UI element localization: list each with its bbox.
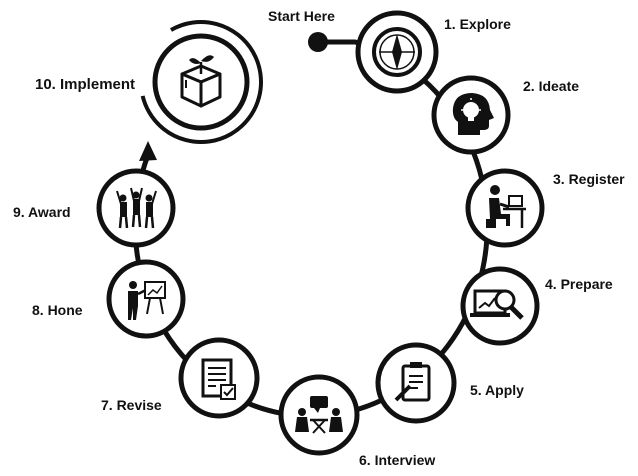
step-5-label: 5. Apply	[470, 382, 524, 398]
head-lightbulb-icon	[452, 93, 494, 135]
step-10-label: 10. Implement	[35, 76, 136, 93]
celebrating-team-icon	[116, 187, 157, 229]
laptop-magnifier-icon	[470, 289, 524, 320]
step-9-label: 9. Award	[13, 204, 71, 220]
step-6-label: 6. Interview	[359, 452, 436, 468]
plant-box-icon	[180, 55, 222, 108]
start-here-label: Start Here	[268, 8, 335, 24]
step-1-label: 1. Explore	[444, 16, 511, 32]
interview-meeting-icon	[295, 396, 343, 434]
compass-icon	[372, 27, 422, 77]
arrow-head	[139, 141, 157, 161]
step-2-label: 2. Ideate	[523, 78, 580, 94]
person-at-computer-icon	[486, 185, 526, 228]
step-4-label: 4. Prepare	[545, 276, 613, 292]
step-7-label: 7. Revise	[101, 397, 162, 413]
presenter-board-icon	[128, 281, 166, 320]
step-6-circle	[278, 374, 360, 456]
step-3-label: 3. Register	[553, 171, 625, 187]
step-8-label: 8. Hone	[32, 302, 83, 318]
clipboard-pen-icon	[394, 362, 431, 402]
start-dot	[308, 32, 328, 52]
document-check-icon	[201, 358, 236, 400]
